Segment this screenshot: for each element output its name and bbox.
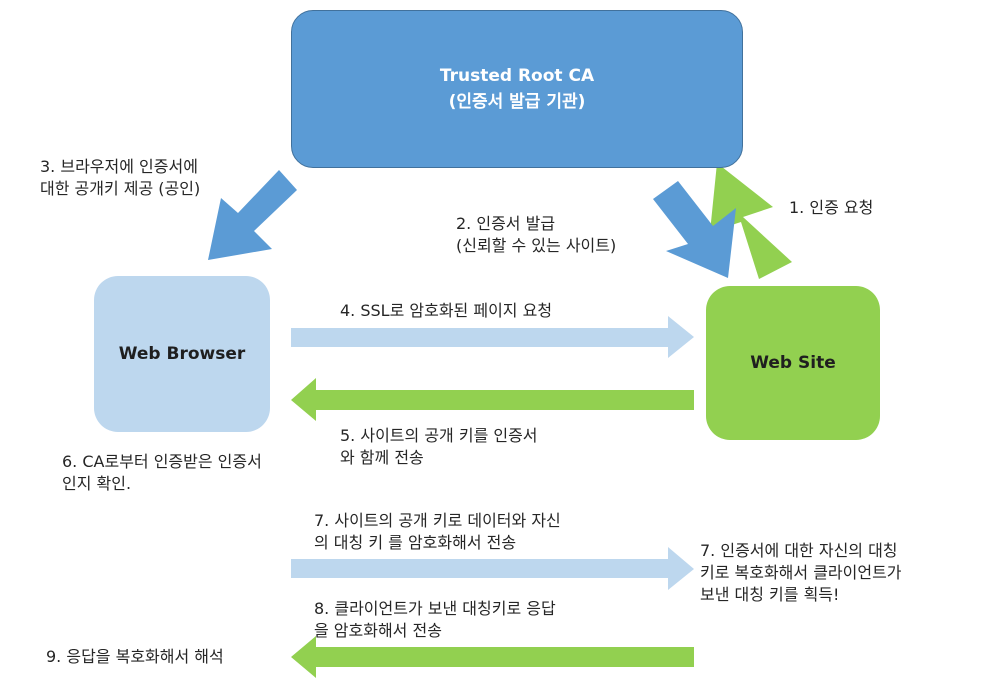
step-7-send-label: 7. 사이트의 공개 키로 데이터와 자신 의 대칭 키 를 암호화해서 전송 xyxy=(314,511,561,552)
step-3-label: 3. 브라우저에 인증서에 대한 공개키 제공 (공인) xyxy=(40,157,201,198)
web-browser-box: Web Browser xyxy=(94,276,270,432)
arrow-1-auth-request xyxy=(710,163,792,279)
arrow-3-public-key xyxy=(208,170,297,260)
arrow-7-encrypted-key xyxy=(291,547,694,590)
arrow-2-cert-issue xyxy=(653,181,736,278)
step-6-label: 6. CA로부터 인증받은 인증서 인지 확인. xyxy=(62,452,262,493)
step-2-label: 2. 인증서 발급 (신뢰할 수 있는 사이트) xyxy=(456,214,617,255)
step-9-label: 9. 응답을 복호화해서 해석 xyxy=(46,647,224,666)
trusted-root-ca-box: Trusted Root CA (인증서 발급 기관) xyxy=(291,10,743,168)
step-4-label: 4. SSL로 암호화된 페이지 요청 xyxy=(340,301,553,320)
browser-title: Web Browser xyxy=(118,344,246,364)
step-7-decrypt-label: 7. 인증서에 대한 자신의 대칭 키로 복호화해서 클라이언트가 보낸 대칭 … xyxy=(700,541,902,604)
arrow-8-encrypted-response xyxy=(291,636,694,678)
step-5-label: 5. 사이트의 공개 키를 인증서 와 함께 전송 xyxy=(340,426,538,467)
arrow-5-public-key-with-cert xyxy=(291,378,694,421)
step-1-label: 1. 인증 요청 xyxy=(789,198,874,217)
arrow-4-ssl-request xyxy=(291,316,694,358)
ca-title: Trusted Root CA xyxy=(439,66,595,86)
web-site-box: Web Site xyxy=(706,286,880,440)
step-8-label: 8. 클라이언트가 보낸 대칭키로 응답 을 암호화해서 전송 xyxy=(314,599,556,640)
ca-subtitle: (인증서 발급 기관) xyxy=(448,92,586,112)
site-title: Web Site xyxy=(750,353,836,373)
